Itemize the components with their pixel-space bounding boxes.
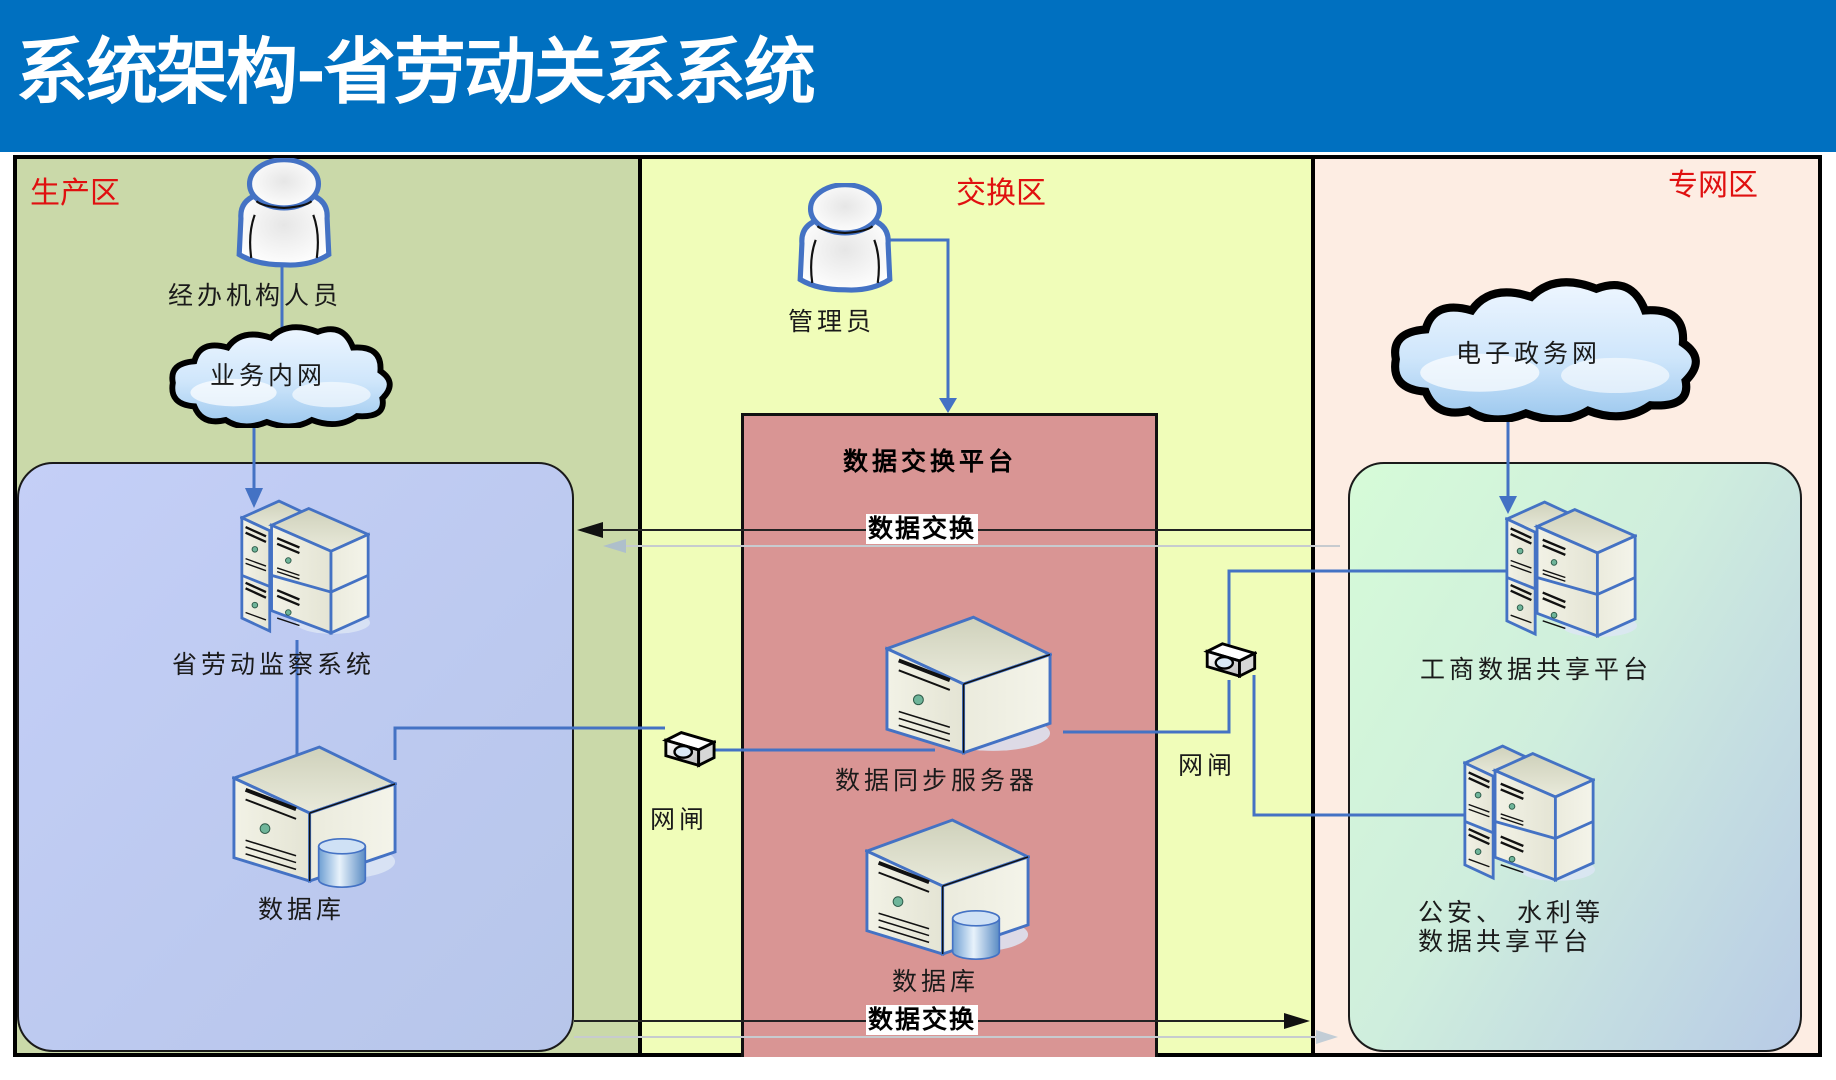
label-other-platform-line1: 公安、 水利等 xyxy=(1418,898,1604,927)
label-sync-server: 数据同步服务器 xyxy=(835,766,1039,795)
page-title: 系统架构-省劳动关系系统 xyxy=(16,30,816,114)
label-operator: 经办机构人员 xyxy=(168,281,343,310)
user-icon-operator[interactable] xyxy=(239,160,329,265)
zone-label-exchange: 交换区 xyxy=(956,176,1046,211)
label-production-db: 数据库 xyxy=(258,895,346,924)
label-other-platform-line2: 数据共享平台 xyxy=(1418,927,1593,956)
header-bar: 系统架构-省劳动关系系统 xyxy=(0,0,1836,152)
label-egov-cloud: 电子政务网 xyxy=(1456,339,1602,368)
zone-label-production: 生产区 xyxy=(30,176,120,211)
platform-title: 数据交换平台 xyxy=(843,447,1018,476)
label-admin: 管理员 xyxy=(788,307,876,336)
flow-label-bottom: 数据交换 xyxy=(866,1005,979,1035)
zone-label-private-network: 专网区 xyxy=(1668,168,1758,203)
label-labor-system: 省劳动监察系统 xyxy=(172,650,376,679)
user-icon-admin[interactable] xyxy=(800,185,890,290)
label-commerce-platform: 工商数据共享平台 xyxy=(1420,655,1653,684)
label-gateway-right: 网闸 xyxy=(1178,751,1237,780)
label-gateway-left: 网闸 xyxy=(650,805,709,834)
label-exchange-db: 数据库 xyxy=(892,967,980,996)
label-intranet-cloud: 业务内网 xyxy=(210,361,327,390)
flow-label-top: 数据交换 xyxy=(866,514,979,544)
